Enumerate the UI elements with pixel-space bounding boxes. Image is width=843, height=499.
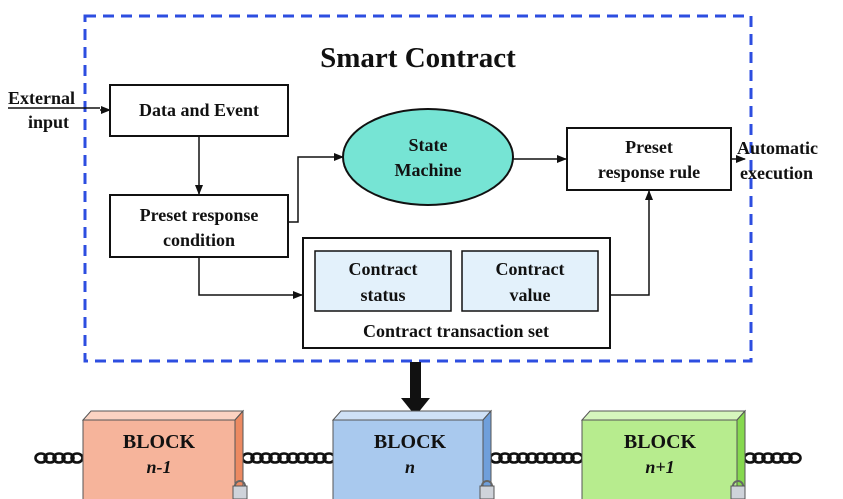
chain-link [507,452,521,464]
state-machine-label-2: Machine [395,160,462,180]
block-2-top [331,410,493,421]
condition-to-state-arrow [288,153,344,223]
chain-link [770,452,784,464]
chain-link [250,452,264,464]
block-1-label: BLOCK [123,431,196,453]
smart-contract-frame [83,14,753,363]
chain-link [552,452,566,464]
external-input-label-1: External [8,88,75,108]
chain-link [534,452,548,464]
lock-icon [730,480,746,499]
external-input-label-2: input [28,112,69,132]
transaction-set-label: Contract transaction set [363,321,549,341]
state-machine-label-1: State [409,135,448,155]
chain-link [61,452,75,464]
preset-rule-label-2: response rule [598,162,700,182]
chain-link [259,452,273,464]
lock-icon [232,480,248,499]
chain-link [752,452,766,464]
chain-link [295,452,309,464]
chain-link [498,452,512,464]
block-1-index: n-1 [146,457,171,477]
contract-value-label-2: value [509,285,550,305]
block-1-top [81,410,245,421]
block-n-minus-1: BLOCK n-1 [81,409,248,499]
chain-link [761,452,775,464]
contract-status-label-2: status [360,285,405,305]
chain-link [304,452,318,464]
block-2-index: n [405,457,415,477]
set-to-rule-arrow [610,190,653,296]
chain-link [286,452,300,464]
automatic-execution-label-1: Automatic [737,138,818,158]
chain-link [34,452,48,464]
lock-icon [479,480,495,499]
data-event-label: Data and Event [139,100,259,120]
block-n: BLOCK n [331,409,495,499]
preset-condition-box [109,194,289,258]
smart-contract-title: Smart Contract [320,42,516,74]
block-2-label: BLOCK [374,431,447,453]
condition-to-set-arrow [198,257,303,299]
contract-status-label-1: Contract [349,259,418,279]
preset-condition-label-2: condition [163,230,235,250]
automatic-execution-label-2: execution [740,163,813,183]
block-3-face [581,419,738,499]
chain-link [516,452,530,464]
chain-link [561,452,575,464]
block-3-top [580,410,747,421]
preset-condition-label-1: Preset response [140,205,259,225]
blockchain-chain [34,452,802,464]
data-event-box [109,84,289,137]
down-arrow-head [401,398,430,416]
chain-link [788,452,802,464]
chain-link [525,452,539,464]
contract-status-box [314,250,452,312]
block-3-label: BLOCK [624,431,697,453]
contract-value-label-1: Contract [496,259,565,279]
down-arrow-shaft [410,362,421,400]
state-machine-ellipse [342,108,514,206]
chain-link [277,452,291,464]
chain-link [52,452,66,464]
preset-rule-label-1: Preset [625,137,673,157]
contract-value-box [461,250,599,312]
block-2-face [332,419,484,499]
chain-link [543,452,557,464]
block-n-plus-1: BLOCK n+1 [580,409,747,499]
block-3-index: n+1 [645,457,674,477]
chain-link [268,452,282,464]
block-1-face [82,419,236,499]
chain-link [313,452,327,464]
chain-link [779,452,793,464]
chain-link [43,452,57,464]
